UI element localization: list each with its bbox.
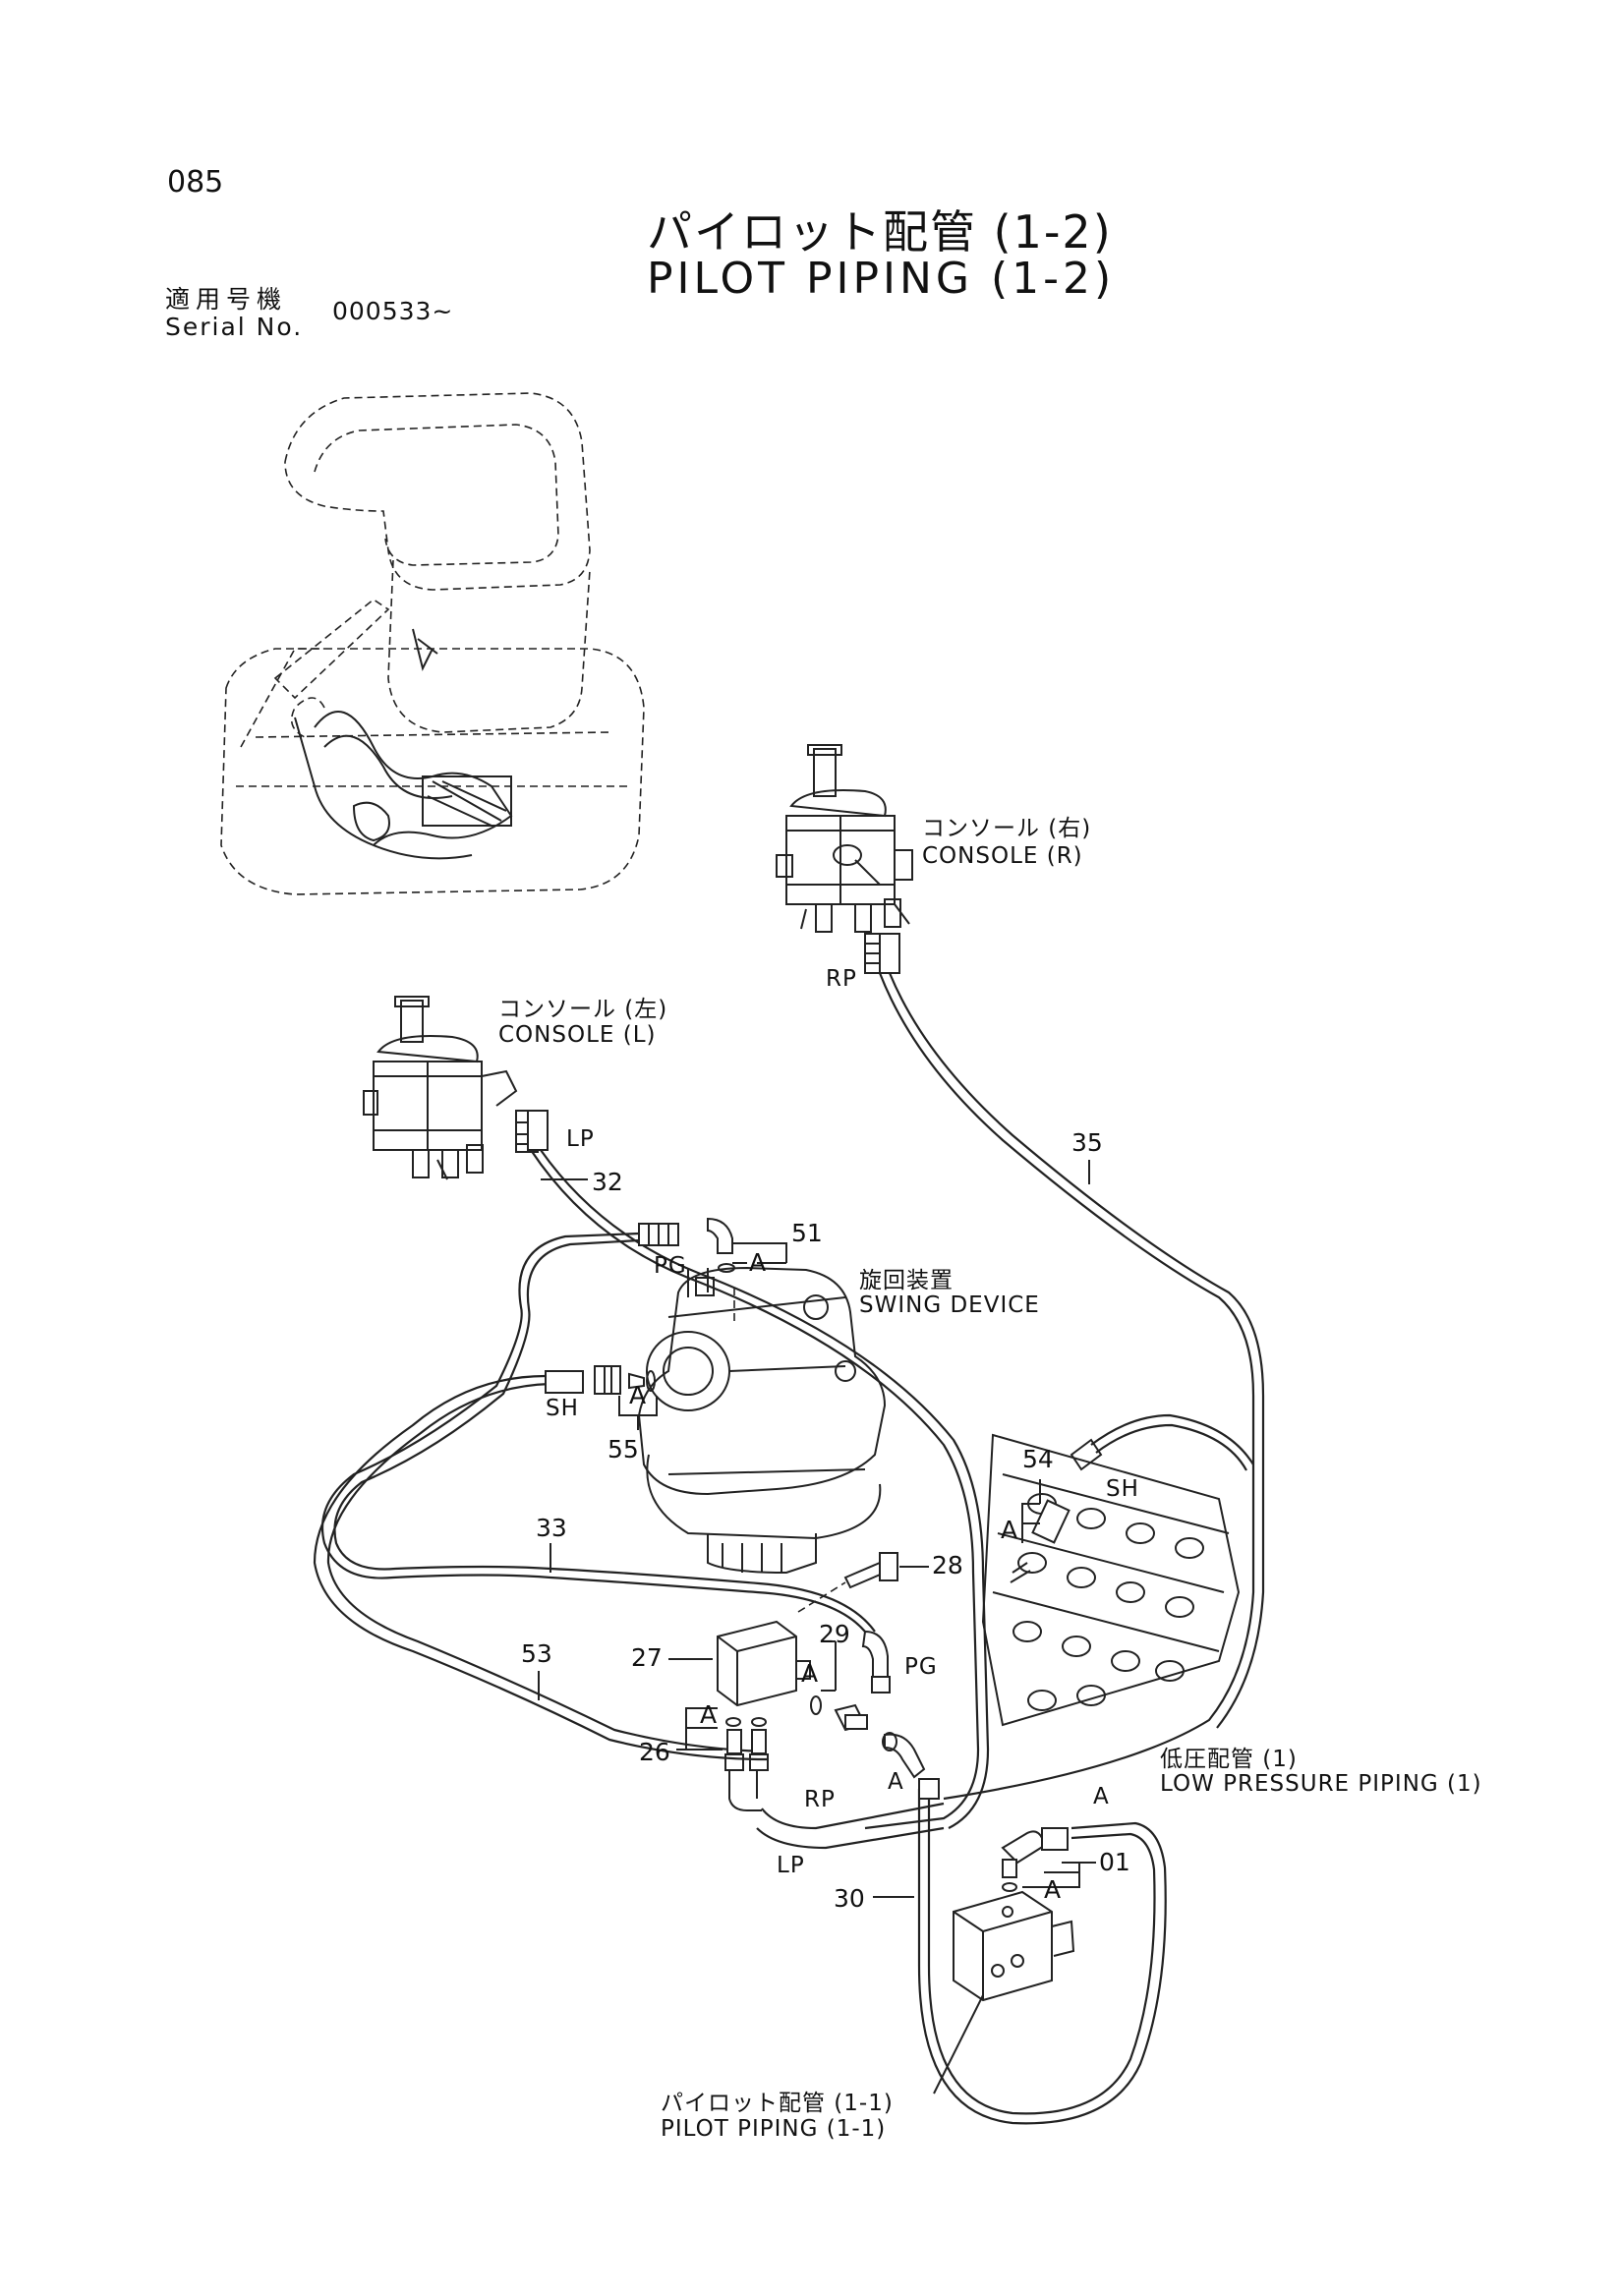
swing-device-label-jp: 旋回装置 xyxy=(859,1268,954,1293)
serial-value: 000533~ xyxy=(332,297,454,325)
pilot-block-1-1 xyxy=(953,1890,1075,2002)
part-number-32: 32 xyxy=(592,1168,623,1196)
port-label-rp-top: RP xyxy=(826,966,857,992)
a-bracket-55: A xyxy=(629,1381,647,1409)
part-number-28: 28 xyxy=(932,1551,963,1579)
port-label-lp-bottom: LP xyxy=(777,1853,805,1878)
swing-device xyxy=(637,1266,887,1575)
part-number-01: 01 xyxy=(1099,1848,1130,1876)
part-number-35: 35 xyxy=(1071,1128,1103,1157)
part-number-30: 30 xyxy=(834,1884,865,1913)
low-pressure-label-jp: 低圧配管 (1) xyxy=(1160,1747,1298,1772)
console-l-label-en: CONSOLE (L) xyxy=(498,1022,657,1048)
pilot-11-label-jp: パイロット配管 (1-1) xyxy=(661,2091,894,2116)
swing-device-label-en: SWING DEVICE xyxy=(859,1292,1040,1318)
pilot-11-label-en: PILOT PIPING (1-1) xyxy=(661,2116,887,2142)
port-label-sh-right: SH xyxy=(1106,1476,1139,1502)
part-number-33: 33 xyxy=(536,1514,567,1542)
part-number-26: 26 xyxy=(639,1738,670,1766)
console-l-label-jp: コンソール (左) xyxy=(498,997,668,1022)
part-number-27: 27 xyxy=(631,1643,663,1672)
page-title-jp: パイロット配管 (1-2) xyxy=(647,205,1113,258)
a-bracket-01: A xyxy=(1044,1875,1062,1904)
part-number-51: 51 xyxy=(791,1219,823,1247)
part-number-53: 53 xyxy=(521,1639,552,1668)
block-27 xyxy=(717,1620,811,1707)
page-number: 085 xyxy=(167,165,224,200)
port-label-lp-top: LP xyxy=(566,1126,595,1152)
a-bracket-51: A xyxy=(749,1248,767,1277)
console-r-label-jp: コンソール (右) xyxy=(922,816,1092,841)
leader-lines xyxy=(538,1160,1096,2095)
port-label-rp-bottom: RP xyxy=(804,1787,836,1812)
a-bracket-29: A xyxy=(801,1659,819,1688)
serial-label-jp: 適用号機 xyxy=(165,285,288,314)
part-number-55: 55 xyxy=(608,1435,639,1464)
cab-overview-illustration xyxy=(220,392,645,895)
port-label-a-mid: A xyxy=(888,1769,904,1795)
serial-label-en: Serial No. xyxy=(165,313,304,341)
part-number-29: 29 xyxy=(819,1620,850,1648)
hoses xyxy=(313,972,1265,2125)
part-number-54: 54 xyxy=(1022,1445,1054,1473)
page-title-en: PILOT PIPING (1-2) xyxy=(647,254,1116,304)
port-label-pg-mid: PG xyxy=(904,1654,938,1680)
console-r-label-en: CONSOLE (R) xyxy=(922,843,1083,869)
port-label-sh-left: SH xyxy=(546,1396,579,1421)
a-bracket-26: A xyxy=(700,1700,718,1729)
low-pressure-label-en: LOW PRESSURE PIPING (1) xyxy=(1160,1771,1482,1797)
port-label-pg-top: PG xyxy=(654,1253,687,1279)
a-bracket-54: A xyxy=(1001,1516,1018,1544)
port-label-a-right: A xyxy=(1093,1784,1110,1809)
fittings xyxy=(527,933,1103,1892)
